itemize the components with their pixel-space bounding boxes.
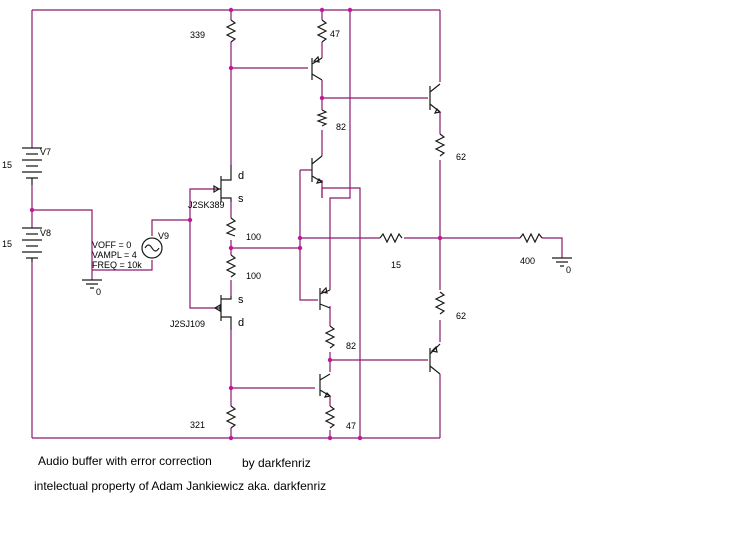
label-ground-main: 0 [96, 287, 101, 297]
battery-v7 [22, 147, 42, 185]
bjt-output-top [429, 83, 442, 114]
label-v7-name: V7 [40, 147, 51, 157]
resistor-62-bot [434, 291, 446, 315]
label-v9-name: V9 [158, 231, 169, 241]
label-jfet-lower-name: J2SJ109 [170, 319, 205, 329]
label-r82-top: 82 [336, 122, 346, 132]
bjt-upper-driver [311, 55, 323, 81]
label-r62-top: 62 [456, 152, 466, 162]
resistor-339 [225, 19, 237, 43]
resistor-47-bot [324, 405, 336, 429]
label-r400: 400 [520, 256, 535, 266]
label-r82-bot: 82 [346, 341, 356, 351]
resistor-100-lower [225, 254, 237, 278]
label-r339: 339 [190, 30, 205, 40]
caption-author: by darkfenriz [242, 456, 311, 470]
junctions [29, 7, 443, 441]
component-labels: 339 47 82 62 100 100 15 400 62 82 321 47… [2, 29, 571, 431]
bjt-upper-inner [311, 155, 324, 184]
label-r100-upper: 100 [246, 232, 261, 242]
label-v8-name: V8 [40, 228, 51, 238]
label-r321: 321 [190, 420, 205, 430]
label-r47-top: 47 [330, 29, 340, 39]
label-v9-freq: FREQ = 10k [92, 260, 142, 270]
bjt-lower-driver [319, 373, 332, 398]
resistor-400 [519, 232, 543, 244]
ground-load [552, 257, 572, 267]
label-v9-vampl: VAMPL = 4 [92, 250, 137, 260]
ground-main [82, 279, 102, 289]
label-jfet-lower-source: s [238, 294, 244, 306]
label-jfet-upper-drain: d [238, 170, 244, 182]
bjt-output-bottom [429, 343, 441, 375]
label-jfet-lower-drain: d [238, 317, 244, 329]
label-r15: 15 [391, 260, 401, 270]
resistors [225, 19, 543, 429]
resistor-82-top [316, 109, 328, 127]
resistor-15 [379, 232, 403, 244]
bjt-lower-inner [319, 286, 331, 310]
label-v7-value: 15 [2, 160, 12, 170]
jfet-j2sk389 [213, 165, 232, 202]
label-v9-voff: VOFF = 0 [92, 240, 131, 250]
resistor-100-upper [225, 217, 237, 237]
battery-v8 [22, 227, 42, 262]
label-r100-lower: 100 [246, 271, 261, 281]
resistor-82-bot [324, 325, 336, 349]
label-v8-value: 15 [2, 239, 12, 249]
resistor-321 [225, 405, 237, 429]
label-r47-bot: 47 [346, 421, 356, 431]
wires [31, 9, 563, 439]
resistor-47-top [316, 19, 328, 43]
label-r62-bot: 62 [456, 311, 466, 321]
caption-copyright: intelectual property of Adam Jankiewicz … [34, 479, 327, 493]
label-ground-load: 0 [566, 265, 571, 275]
resistor-62-top [434, 133, 446, 157]
ac-source-v9 [141, 237, 163, 259]
label-jfet-upper-source: s [238, 193, 244, 205]
jfet-j2sj109 [213, 295, 232, 330]
caption-title: Audio buffer with error correction [38, 454, 212, 468]
label-jfet-upper-name: J2SK389 [188, 200, 225, 210]
